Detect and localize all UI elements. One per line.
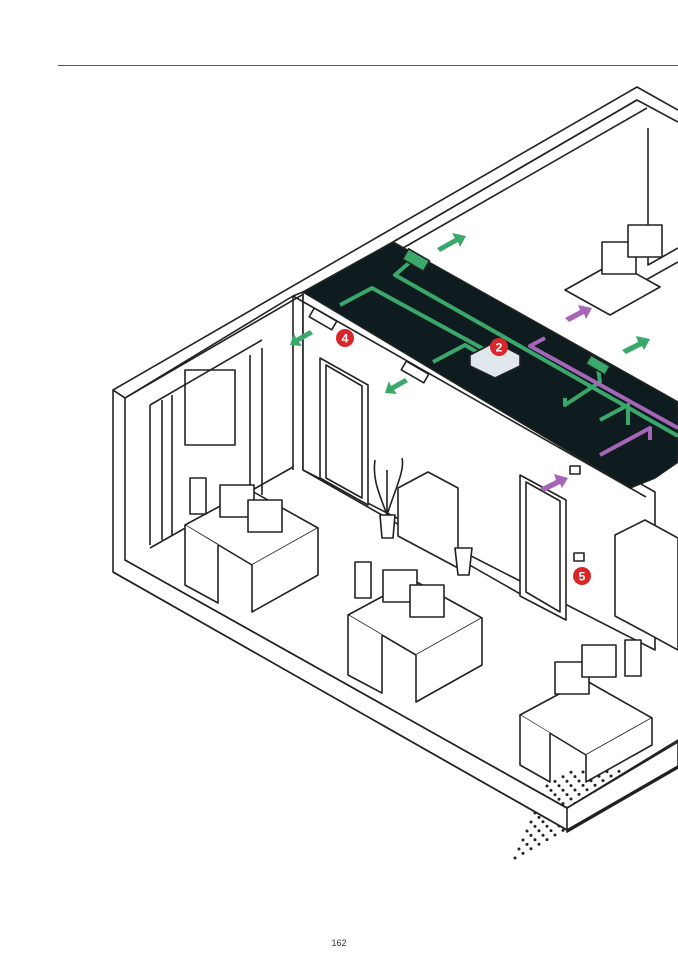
shadow-dot: [533, 824, 537, 828]
shadow-dot: [569, 784, 573, 788]
wall-grille: [308, 307, 338, 331]
shadow-dot: [569, 770, 573, 774]
shadow-dot: [545, 838, 549, 842]
shadow-dot: [525, 842, 529, 846]
shadow-dot: [609, 774, 613, 778]
shadow-dot: [569, 797, 573, 801]
curtain: [149, 339, 263, 545]
arrow-icon: [565, 305, 592, 322]
outer-wall: [112, 86, 678, 391]
marker-label: 4: [342, 332, 349, 346]
shadow-dot: [585, 788, 589, 792]
arrow-icon: [540, 474, 568, 492]
supply-arrows: [290, 233, 650, 394]
shadow-dot: [561, 828, 565, 832]
shadow-dot: [561, 775, 565, 779]
desk-cluster-3: [519, 639, 653, 783]
shadow-dot: [581, 783, 585, 787]
desk-cluster-1: [184, 477, 319, 613]
arrow-icon: [290, 330, 313, 346]
shadow-dot: [517, 847, 521, 851]
desk-cluster-2: [347, 561, 483, 703]
waste-bin: [454, 547, 473, 576]
supply-diffuser-2: [585, 354, 611, 376]
wall-grille-2: [400, 360, 430, 384]
supply-ducts: [339, 260, 678, 438]
upper-room-wall: [392, 99, 638, 243]
marker-2: 2: [490, 338, 508, 356]
shadow-dot: [565, 779, 569, 783]
shadow-dot: [577, 792, 581, 796]
shadow-dot: [529, 820, 533, 824]
shadow-dot: [601, 779, 605, 783]
shadow-dot: [561, 802, 565, 806]
shadow-dot: [553, 793, 557, 797]
shadow-dot: [545, 784, 549, 788]
shadow-dot: [537, 829, 541, 833]
shadow-dot: [545, 824, 549, 828]
shadow-dot: [529, 847, 533, 851]
shadow-dot: [573, 775, 577, 779]
filing-cabinet: [397, 471, 459, 569]
extract-arrows: [540, 305, 592, 492]
shadow-dot: [553, 833, 557, 837]
shadow-dot: [525, 829, 529, 833]
shadow-dot: [529, 833, 533, 837]
shadow-dot: [541, 833, 545, 837]
marker-label: 2: [496, 341, 503, 355]
shadow-dot: [561, 788, 565, 792]
shadow-dot: [521, 838, 525, 842]
plant: [373, 457, 404, 539]
shadow-dot: [537, 815, 541, 819]
shadow-dot: [565, 793, 569, 797]
shadow-dot: [573, 788, 577, 792]
shadow-dot: [533, 838, 537, 842]
marker-5: 5: [573, 567, 591, 585]
marker-4: 4: [336, 329, 354, 347]
shadow-dot: [521, 851, 525, 855]
shadow-dot: [549, 788, 553, 792]
shadow-dot: [549, 829, 553, 833]
shadow-dot: [577, 779, 581, 783]
shadow-dot: [557, 797, 561, 801]
marker-label: 5: [579, 570, 586, 584]
shadow-dot: [553, 779, 557, 783]
header-rule: [58, 65, 678, 66]
shadow-dot: [513, 856, 517, 860]
page-number: 162: [331, 938, 347, 948]
arrow-icon: [437, 233, 466, 252]
shadow-dot: [581, 770, 585, 774]
shelf-unit: [614, 519, 678, 651]
arrow-icon: [385, 378, 408, 394]
shadow-dot: [593, 783, 597, 787]
shadow-dot: [617, 769, 621, 773]
extract-grille: [569, 465, 581, 475]
shadow-dot: [557, 784, 561, 788]
shadow-dot: [541, 820, 545, 824]
supply-diffuser: [401, 248, 431, 272]
arrow-icon: [622, 336, 650, 354]
shadow-dot: [537, 842, 541, 846]
extract-ducts: [528, 336, 678, 457]
desk-upper: [564, 224, 663, 316]
thermostat: [573, 552, 585, 562]
